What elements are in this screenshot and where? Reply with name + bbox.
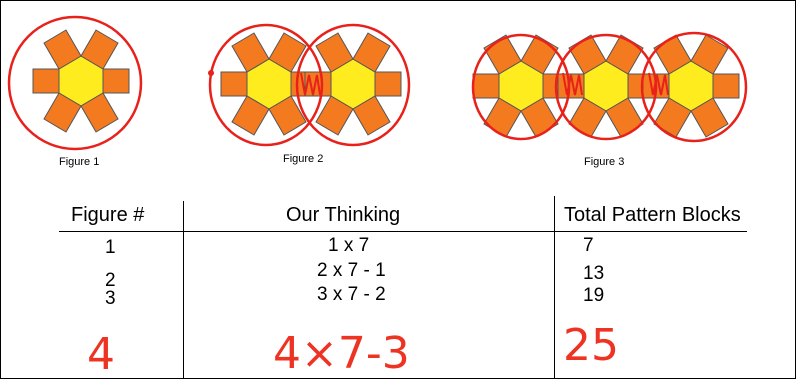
figures-illustration <box>1 1 796 181</box>
figure-1-drawing <box>9 17 141 149</box>
figure-3-caption: Figure 3 <box>584 156 624 168</box>
header-our-thinking: Our Thinking <box>286 204 400 227</box>
figure-2-drawing <box>208 25 409 145</box>
table-cell: 2 x 7 - 1 <box>317 260 386 282</box>
table-cell: 7 <box>583 235 594 257</box>
header-total-pattern-blocks: Total Pattern Blocks <box>564 204 741 227</box>
table-cell: 19 <box>583 285 604 307</box>
figure-2-caption: Figure 2 <box>283 153 323 165</box>
figure-3-drawing <box>473 33 746 141</box>
handwritten-total: 25 <box>563 324 619 368</box>
table-cell: 13 <box>583 263 604 285</box>
header-figure-number: Figure # <box>71 204 144 227</box>
table-cell: 1 x 7 <box>328 235 369 257</box>
table-cell: 3 x 7 - 2 <box>317 284 386 306</box>
handwritten-figure-number: 4 <box>87 333 115 377</box>
table-cell: 3 <box>105 288 116 310</box>
table-column-rule-1 <box>183 201 184 378</box>
table-cell: 1 <box>105 237 116 259</box>
handwritten-thinking: 4×7-3 <box>273 332 410 376</box>
table-column-rule-2 <box>554 196 555 378</box>
figure-1-caption: Figure 1 <box>59 156 99 168</box>
table-header-rule <box>59 231 747 232</box>
